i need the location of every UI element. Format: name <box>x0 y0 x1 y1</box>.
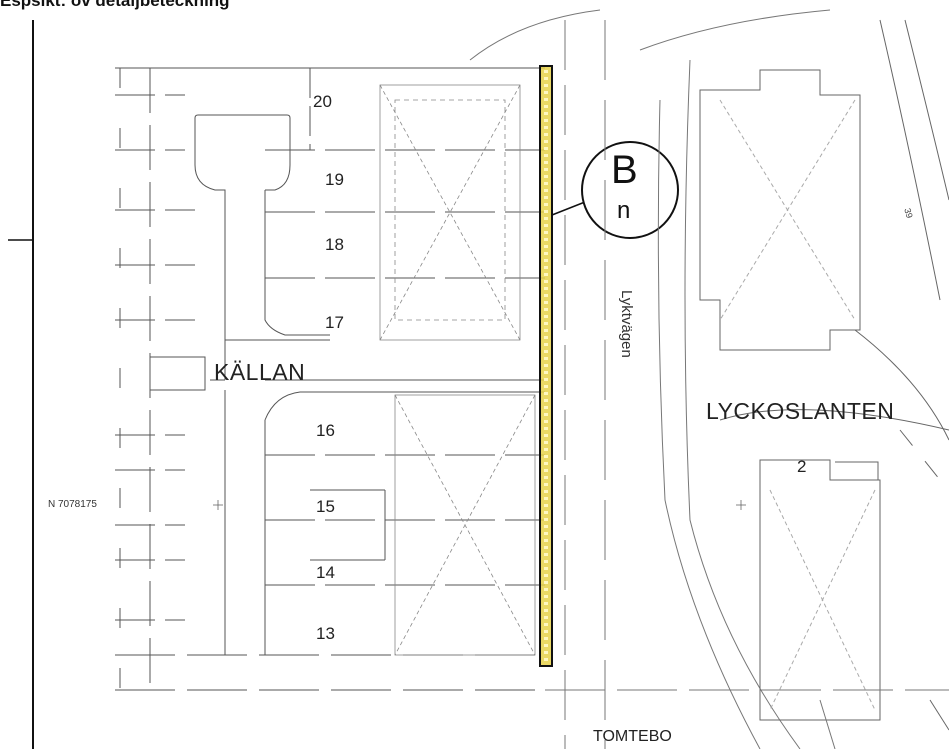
tomtebo-lines <box>545 689 949 749</box>
lot-number-19: 19 <box>325 170 344 189</box>
street-name-lyktvagen: Lyktvägen <box>618 290 635 358</box>
lot-number-lyckoslanten-2: 2 <box>797 457 807 476</box>
highlighted-boundary-strip <box>539 65 553 667</box>
map-heading: Espsikt: ov detaljbeteckning <box>0 0 230 10</box>
lot-number-17: 17 <box>325 313 344 332</box>
street-lines <box>469 9 831 749</box>
lot-number-20: 20 <box>313 92 332 111</box>
block-name-lyckoslanten: LYCKOSLANTEN <box>706 398 895 424</box>
lot-number-18: 18 <box>325 235 344 254</box>
block-name-kallan: KÄLLAN <box>214 359 306 385</box>
block-name-tomtebo: TOMTEBO <box>593 728 672 745</box>
kallan-block-lines <box>115 67 545 691</box>
marker-subscript: n <box>617 197 631 224</box>
marker-letter: B <box>611 148 638 192</box>
lot-number-16: 16 <box>316 421 335 440</box>
kallan-buildings <box>379 84 536 656</box>
lot-number-13: 13 <box>316 624 335 643</box>
detail-marker-circle <box>581 141 679 239</box>
lot-number-15: 15 <box>316 497 335 516</box>
coordinate-cross <box>213 500 746 510</box>
lot-number-14: 14 <box>316 563 335 582</box>
lyckoslanten-lines <box>699 19 949 731</box>
coordinate-label: N 7078175 <box>48 499 97 510</box>
